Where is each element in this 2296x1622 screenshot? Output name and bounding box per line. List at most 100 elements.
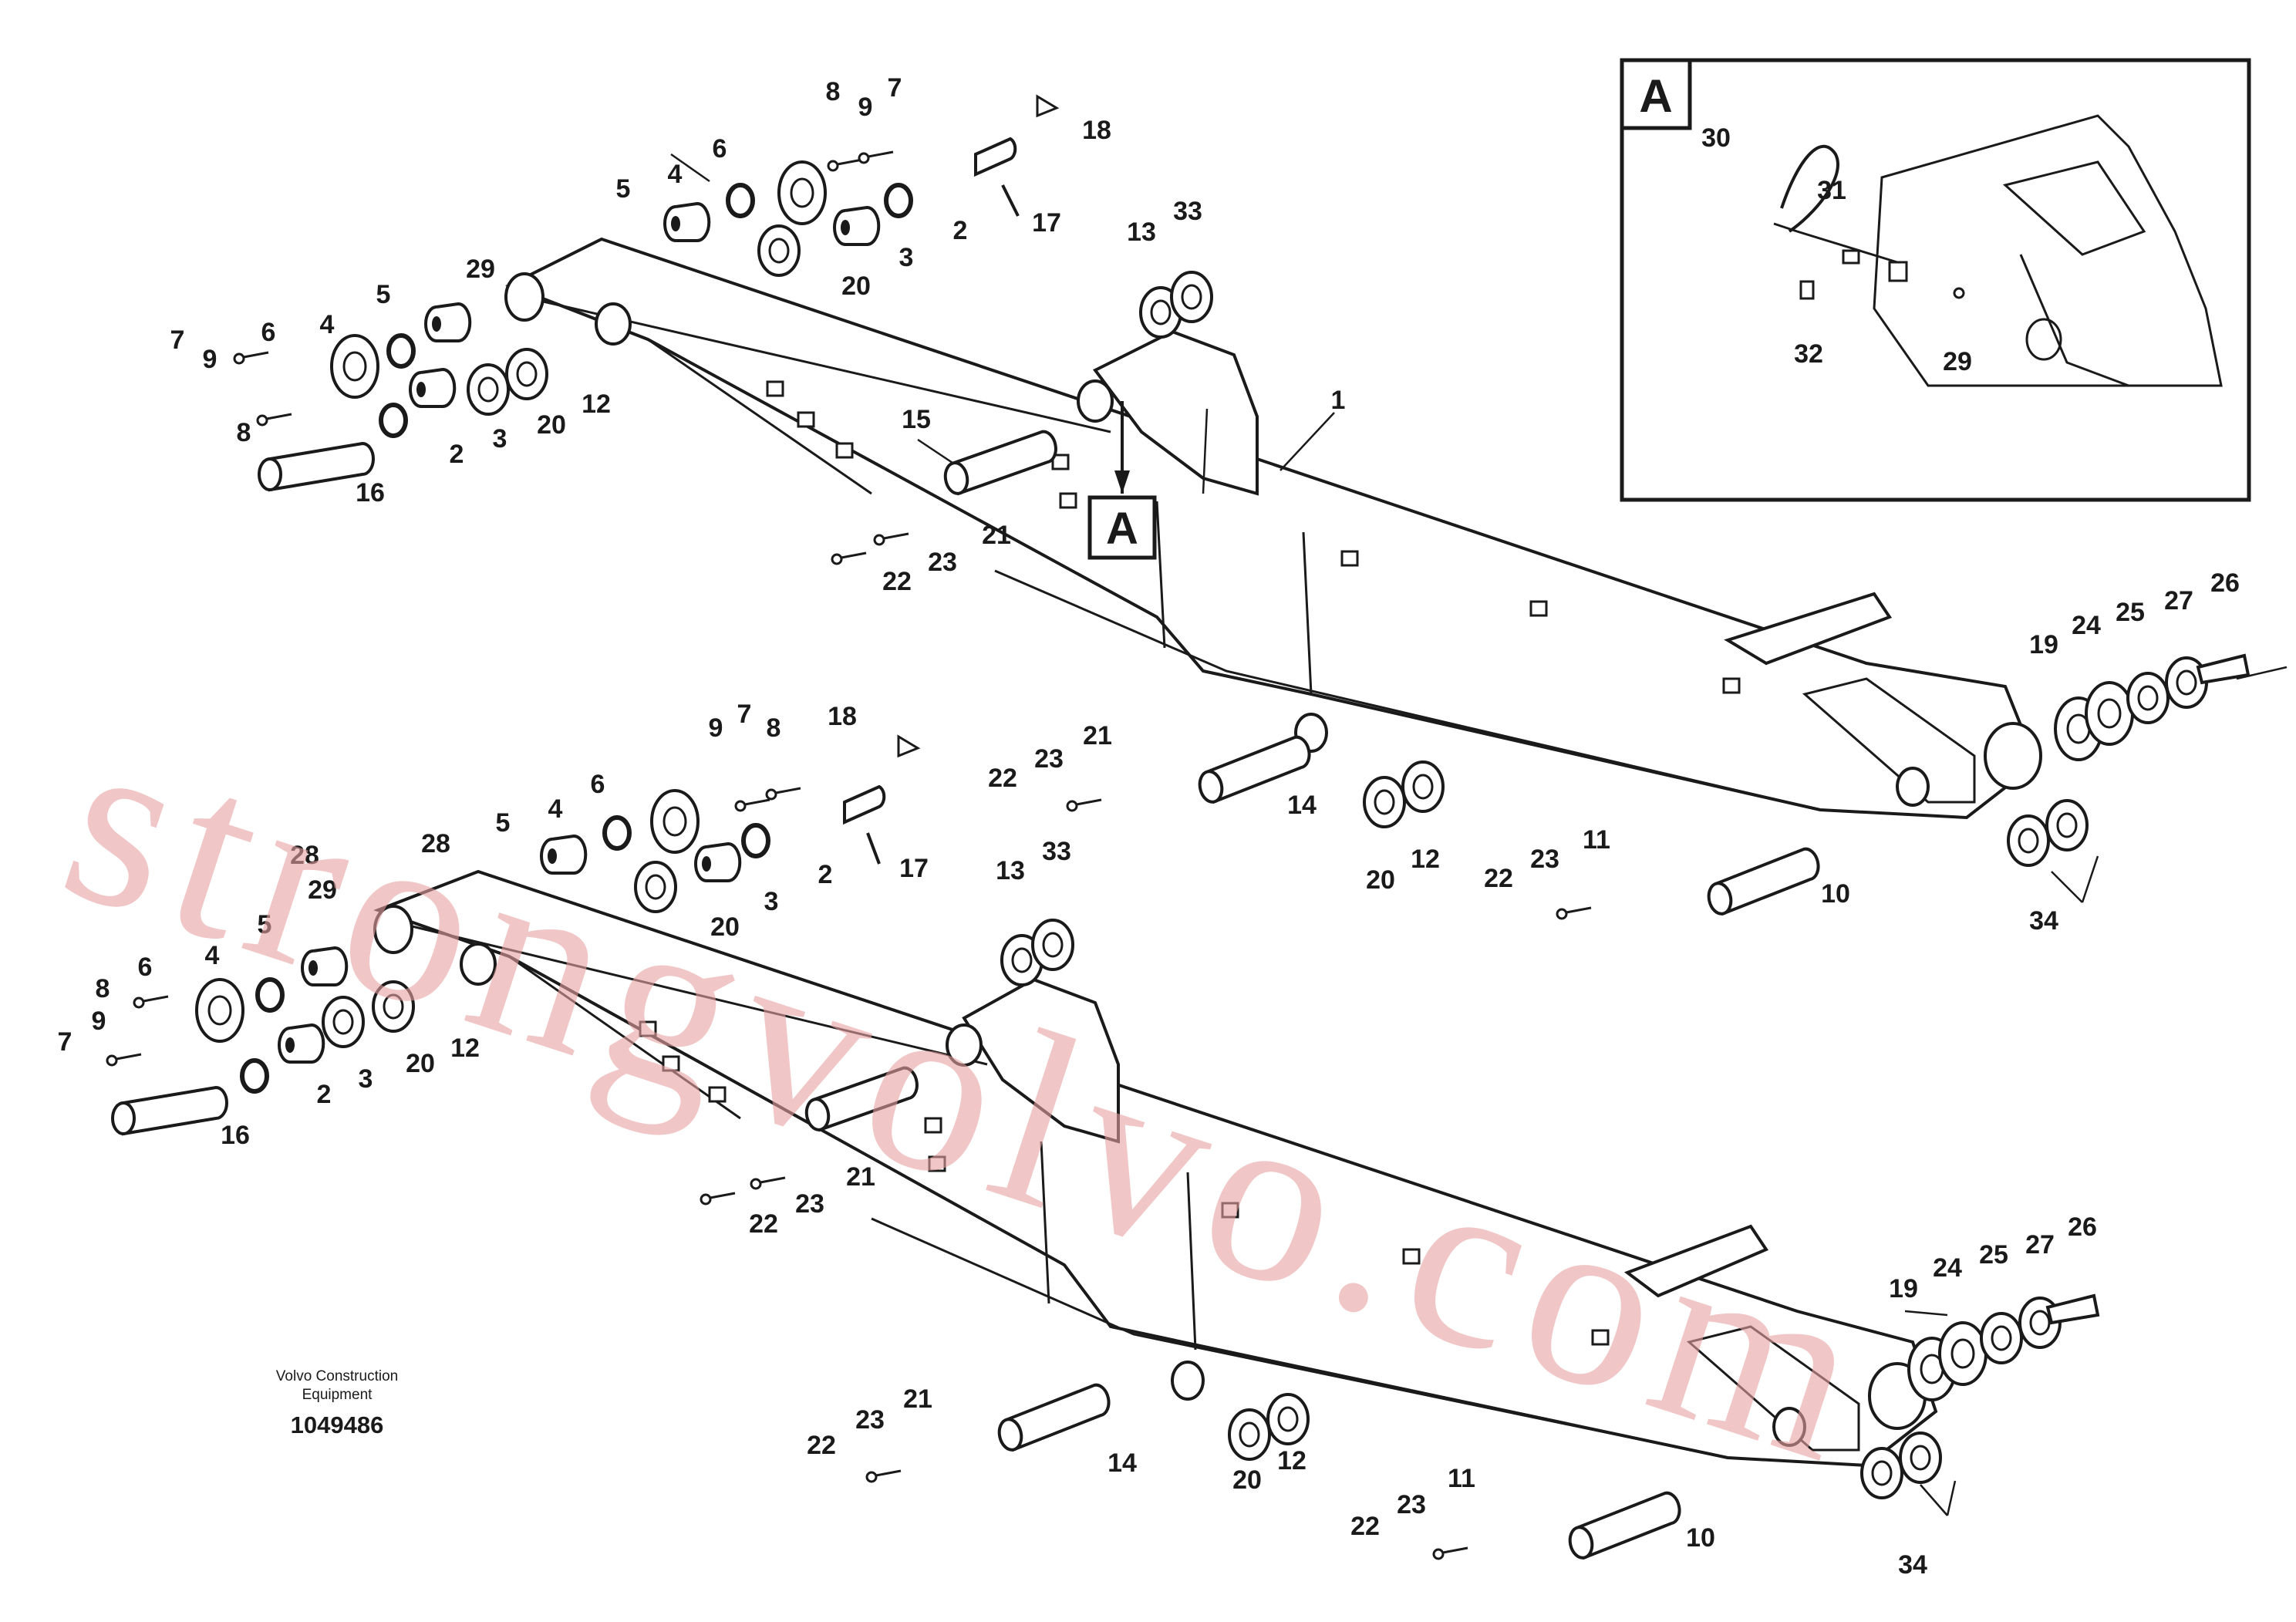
- detail-label-box: [1620, 58, 1692, 130]
- callout-12-upper-b: 12: [582, 389, 611, 419]
- callout-21-lower-b: 21: [903, 1384, 932, 1414]
- callout-7: 7: [170, 325, 185, 355]
- callout-23-lower-b: 23: [855, 1405, 885, 1435]
- callout-20-lower-c: 20: [710, 912, 740, 942]
- callout-24-lower: 24: [1933, 1253, 1962, 1283]
- callout-22-lower-a: 22: [749, 1209, 778, 1239]
- detail-callout-29: 29: [1943, 347, 1972, 376]
- callout-27-lower: 27: [2025, 1230, 2055, 1259]
- view-marker-label: A: [1106, 504, 1138, 554]
- callout-12-lower-b: 12: [450, 1034, 480, 1063]
- callout-34-lower: 34: [1898, 1550, 1927, 1580]
- callout-9-lower: 9: [92, 1007, 106, 1036]
- exploded-parts: [106, 94, 2250, 1562]
- boom-bracket-upper: [1092, 329, 1259, 496]
- callout-26: 26: [2210, 568, 2240, 598]
- callout-6: 6: [261, 318, 276, 347]
- callout-2-lower: 2: [317, 1080, 332, 1109]
- callout-24: 24: [2072, 611, 2101, 640]
- callout-25-lower: 25: [1979, 1240, 2008, 1270]
- callout-22-upper-b: 22: [988, 764, 1017, 793]
- callout-33-lower: 33: [1042, 837, 1071, 866]
- callout-20-upper-b: 20: [537, 410, 566, 440]
- arm-assembly-lower: [373, 869, 1938, 1468]
- callout-23-lower-c: 23: [1397, 1490, 1426, 1519]
- callout-4-upper-b: 4: [668, 160, 683, 189]
- view-marker-a: A: [1087, 401, 1157, 560]
- detail-callout-32: 32: [1794, 339, 1823, 369]
- callout-23-upper-c: 23: [1530, 845, 1559, 874]
- callout-9-upper-b: 9: [858, 93, 873, 122]
- callout-labels: 1 2 3 4 5 6 7 8 9 10 11 12 13 14 15 16 1…: [58, 73, 2240, 1580]
- drawing-caption: Volvo Construction Equipment 1049486: [276, 1368, 398, 1438]
- arm-assembly-upper: [504, 237, 2042, 820]
- callout-12: 12: [1411, 845, 1440, 874]
- callout-21-lower-a: 21: [846, 1162, 875, 1192]
- callout-17: 17: [1032, 208, 1061, 238]
- callout-22-lower-b: 22: [807, 1431, 836, 1460]
- callout-3-lower-b: 3: [764, 887, 779, 916]
- detail-view-a: A 30 31 32 29: [1620, 58, 2251, 502]
- callout-8-lower: 8: [96, 974, 110, 1003]
- callout-19-lower: 19: [1889, 1274, 1918, 1303]
- arm-body-lower: [373, 869, 1938, 1468]
- callout-29: 29: [466, 255, 495, 284]
- callout-3-upper-b: 3: [899, 243, 914, 272]
- callout-16: 16: [356, 478, 385, 508]
- arm-body-upper: [505, 237, 2038, 820]
- boom-bracket-lower: [962, 977, 1120, 1144]
- callout-14: 14: [1287, 791, 1317, 820]
- detail-callout-30: 30: [1701, 123, 1731, 153]
- callout-6-lower-b: 6: [591, 770, 605, 799]
- callout-5: 5: [376, 280, 391, 309]
- callout-6-upper-b: 6: [713, 134, 727, 164]
- callout-21-upper-b: 21: [1083, 721, 1112, 750]
- callout-5-upper-b: 5: [616, 174, 631, 204]
- callout-19: 19: [2029, 630, 2058, 659]
- callout-13: 13: [1127, 218, 1156, 247]
- callout-22-lower-c: 22: [1350, 1512, 1380, 1541]
- detail-label: A: [1639, 70, 1672, 122]
- callout-23-upper-b: 23: [1034, 744, 1064, 774]
- callout-10: 10: [1821, 879, 1850, 909]
- callout-12-lower: 12: [1277, 1446, 1306, 1475]
- callout-10-lower: 10: [1686, 1523, 1715, 1553]
- callout-15: 15: [902, 405, 931, 434]
- callout-26-lower: 26: [2068, 1212, 2097, 1242]
- callout-5-lower: 5: [258, 910, 272, 939]
- callout-16-lower: 16: [221, 1121, 250, 1150]
- callout-29-lower: 29: [308, 875, 337, 905]
- detail-frame: [1620, 58, 2251, 502]
- callout-33: 33: [1173, 197, 1202, 226]
- callout-21: 21: [982, 521, 1011, 550]
- callout-22-upper-c: 22: [1484, 864, 1513, 893]
- callout-7-upper-b: 7: [888, 73, 902, 103]
- callout-23-lower-a: 23: [795, 1189, 824, 1219]
- callout-2: 2: [450, 440, 464, 469]
- company-name-line2: Equipment: [302, 1387, 373, 1403]
- callout-25: 25: [2116, 598, 2145, 627]
- callout-28-lower-b: 28: [421, 829, 450, 858]
- callout-23: 23: [928, 548, 957, 577]
- callout-18-lower: 18: [828, 702, 857, 731]
- callout-2-upper-b: 2: [953, 216, 968, 245]
- company-name-line1: Volvo Construction: [276, 1368, 398, 1384]
- callout-1: 1: [1331, 386, 1346, 415]
- callout-20: 20: [841, 271, 871, 301]
- callout-7-lower: 7: [58, 1027, 72, 1057]
- callout-2-lower-b: 2: [818, 860, 833, 889]
- callout-3: 3: [493, 424, 507, 454]
- callout-34: 34: [2029, 906, 2058, 936]
- callout-14-lower: 14: [1108, 1448, 1137, 1478]
- callout-13-lower: 13: [996, 856, 1025, 885]
- detail-callout-31: 31: [1817, 176, 1846, 205]
- callout-9-lower-b: 9: [709, 713, 723, 743]
- callout-27: 27: [2164, 586, 2193, 615]
- callout-18: 18: [1082, 116, 1111, 145]
- callout-9: 9: [203, 345, 217, 374]
- callout-4: 4: [320, 310, 335, 339]
- callout-4-lower: 4: [205, 941, 220, 970]
- callout-8-lower-b: 8: [767, 713, 781, 743]
- callout-3-lower: 3: [359, 1064, 373, 1094]
